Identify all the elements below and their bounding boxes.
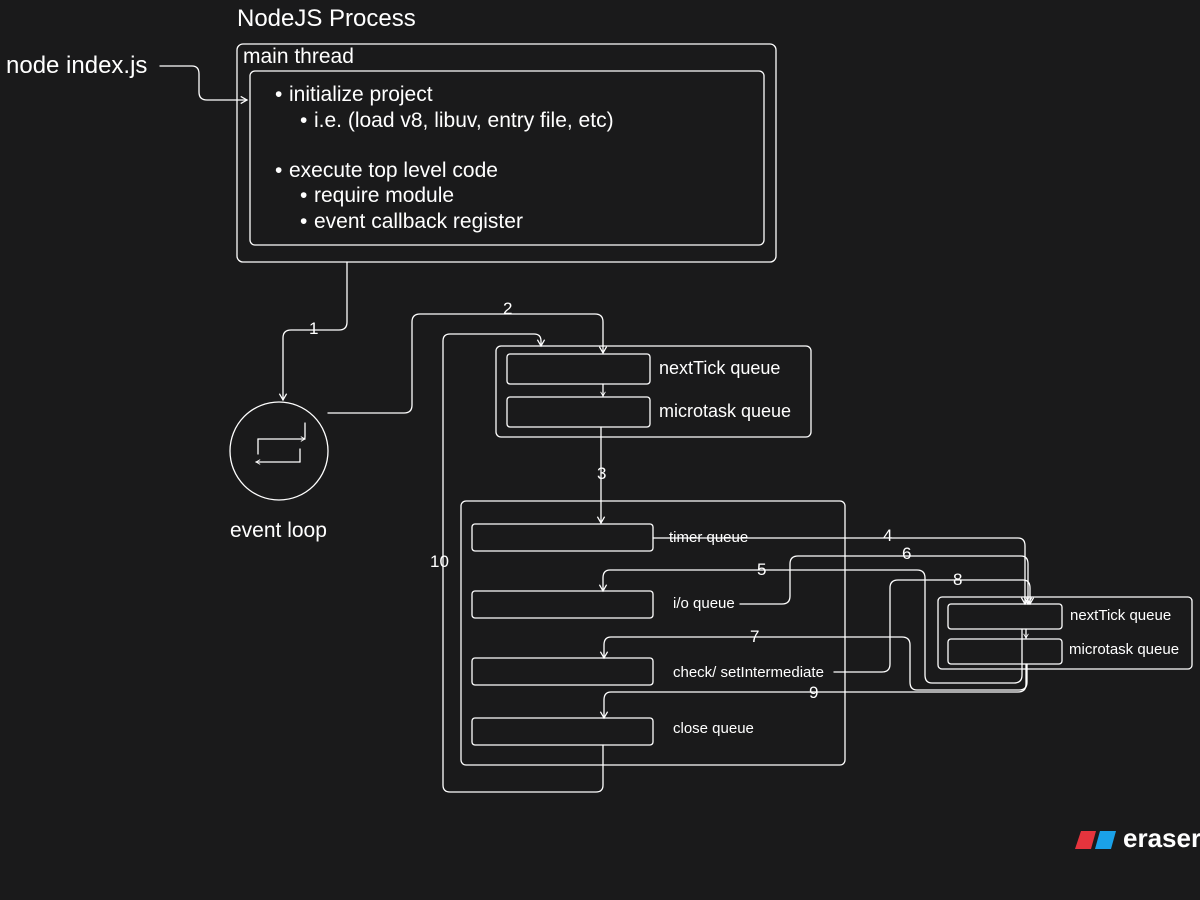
- top-microtask-label: microtask queue: [659, 401, 792, 421]
- side-queue-group: [937, 596, 1193, 670]
- bullet-icon: •: [300, 109, 308, 132]
- main-item-initialize: initialize project: [289, 83, 433, 106]
- event-loop-label: event loop: [230, 519, 327, 542]
- arrow-step-4: [652, 537, 1030, 606]
- step-label-9: 9: [809, 683, 819, 702]
- side-nexttick-slot: [947, 603, 1063, 630]
- phase-slot-close: [471, 717, 654, 746]
- step-label-10: 10: [430, 552, 449, 571]
- top-queue-group: [495, 345, 812, 438]
- arrow-step-1: [278, 261, 348, 402]
- top-microtask-slot: [506, 396, 651, 428]
- step-label-1: 1: [309, 319, 319, 338]
- side-nexttick-label: nextTick queue: [1070, 607, 1172, 624]
- arrow-step-9: [599, 663, 1027, 720]
- phase-label-close: close queue: [673, 720, 754, 737]
- side-microtask-slot: [947, 638, 1063, 665]
- phase-label-check: check/ setIntermediate: [673, 664, 824, 681]
- step-label-3: 3: [597, 464, 607, 483]
- step-label-5: 5: [757, 560, 767, 579]
- bullet-icon: •: [275, 159, 283, 182]
- step-label-6: 6: [902, 544, 912, 563]
- main-subitem-load: i.e. (load v8, libuv, entry file, etc): [314, 109, 614, 132]
- arrow-step-7: [833, 579, 1035, 673]
- phase-group: [460, 500, 846, 766]
- bullet-icon: •: [300, 184, 308, 207]
- step-label-7: 7: [750, 627, 760, 646]
- phase-slot-check: [471, 657, 654, 686]
- main-subitem-register: event callback register: [314, 210, 523, 233]
- event-loop-icon: [255, 422, 306, 465]
- arrow-step-6: [598, 569, 1023, 684]
- bullet-icon: •: [300, 210, 308, 233]
- main-subitem-require: require module: [314, 184, 455, 207]
- main-thread-inner-box: [249, 70, 765, 246]
- top-nexttick-label: nextTick queue: [659, 358, 781, 378]
- top-nexttick-slot: [506, 353, 651, 385]
- arrow-step-5: [739, 555, 1033, 606]
- arrow-step-2: [327, 313, 608, 414]
- step-label-2: 2: [503, 299, 513, 318]
- eraser-logo-icon: [1075, 831, 1116, 849]
- arrow-cmd-to-main: [159, 65, 249, 105]
- phase-slot-timer: [471, 523, 654, 552]
- step-label-4: 4: [883, 526, 893, 545]
- phase-slot-io: [471, 590, 654, 619]
- main-thread-label: main thread: [243, 45, 354, 68]
- step-label-8: 8: [953, 570, 963, 589]
- arrow-step-10: [442, 333, 604, 793]
- bullet-icon: •: [275, 83, 283, 106]
- phase-label-timer: timer queue: [669, 529, 749, 546]
- side-microtask-label: microtask queue: [1069, 641, 1180, 658]
- phase-label-io: i/o queue: [673, 595, 735, 612]
- main-thread-outer-box: [236, 43, 777, 263]
- command-label: node index.js: [6, 52, 148, 79]
- brand-name: eraser: [1123, 823, 1200, 853]
- diagram-title: NodeJS Process: [237, 5, 416, 32]
- arrow-step-8: [599, 636, 1028, 691]
- event-loop-circle: [229, 401, 329, 501]
- main-item-execute: execute top level code: [289, 159, 498, 182]
